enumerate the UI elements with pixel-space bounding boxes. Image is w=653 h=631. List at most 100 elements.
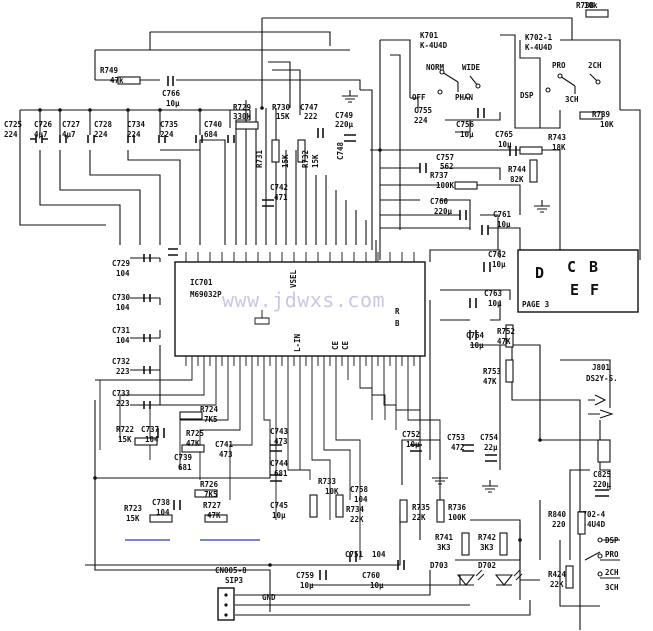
ic701-pin-r: R [395, 307, 400, 316]
svg-text:DS2Y-S.: DS2Y-S. [586, 374, 618, 383]
svg-text:C763: C763 [484, 289, 503, 298]
svg-text:47K: 47K [207, 511, 221, 520]
svg-text:WIDE: WIDE [462, 63, 481, 72]
ic701-pin-vsel: VSEL [289, 269, 298, 288]
svg-text:C733: C733 [112, 389, 131, 398]
svg-text:681: 681 [178, 463, 192, 472]
page3-label: PAGE 3 [522, 300, 550, 309]
svg-text:R753: R753 [483, 367, 502, 376]
svg-text:223: 223 [116, 367, 130, 376]
svg-text:330k: 330k [233, 112, 252, 121]
svg-text:10μ: 10μ [498, 140, 512, 149]
svg-text:C738: C738 [152, 498, 171, 507]
led-d703 [456, 569, 485, 586]
svg-text:R738: R738 [576, 1, 595, 10]
svg-text:R732: R732 [301, 150, 310, 168]
svg-text:C753: C753 [447, 433, 466, 442]
svg-text:J801: J801 [592, 363, 611, 372]
svg-text:C727: C727 [62, 120, 80, 129]
svg-text:104: 104 [116, 336, 130, 345]
page3-letter-d: D [535, 264, 544, 282]
ic701-pin-ticks [185, 252, 415, 366]
svg-text:C755: C755 [414, 106, 432, 115]
svg-text:C731: C731 [112, 326, 131, 335]
svg-text:C748: C748 [336, 141, 345, 160]
svg-text:10k: 10k [584, 1, 598, 10]
svg-text:562: 562 [440, 162, 454, 171]
page3-letter-b: B [589, 258, 598, 276]
svg-text:R726: R726 [200, 480, 219, 489]
svg-text:C751: C751 [345, 550, 364, 559]
svg-text:473: 473 [219, 450, 233, 459]
svg-text:100K: 100K [436, 181, 455, 190]
svg-text:22K: 22K [412, 513, 426, 522]
svg-text:82K: 82K [510, 175, 524, 184]
svg-text:K701: K701 [420, 31, 439, 40]
svg-text:CN005-8: CN005-8 [215, 566, 247, 575]
svg-text:104: 104 [372, 550, 386, 559]
svg-text:R725: R725 [186, 429, 204, 438]
svg-text:C760: C760 [430, 197, 449, 206]
page3-letter-f: F [590, 281, 599, 299]
svg-text:R729: R729 [233, 103, 252, 112]
svg-text:C730: C730 [112, 293, 131, 302]
svg-text:C766: C766 [162, 89, 181, 98]
svg-text:R737: R737 [430, 171, 448, 180]
svg-text:C758: C758 [350, 485, 369, 494]
svg-text:15K: 15K [276, 112, 290, 121]
svg-text:C762: C762 [488, 250, 506, 259]
svg-text:K702-4: K702-4 [578, 510, 606, 519]
page3-connector-box: D C B E F PAGE 3 [517, 249, 639, 313]
svg-text:3K3: 3K3 [437, 543, 451, 552]
ic701-pin-lin: L-IN [293, 333, 302, 352]
svg-text:10μ: 10μ [370, 581, 384, 590]
svg-text:100K: 100K [448, 513, 467, 522]
switch-k702-1: K702-1 K-4U4D PRO 2CH DSP 3CH [520, 33, 602, 104]
svg-text:K-4U4D: K-4U4D [525, 43, 553, 52]
svg-text:C745: C745 [270, 501, 288, 510]
ic701-pin-ce1: CE [331, 340, 340, 350]
svg-text:R731: R731 [255, 149, 264, 168]
svg-text:C737: C737 [141, 425, 159, 434]
svg-text:10μ: 10μ [166, 99, 180, 108]
svg-text:R735: R735 [412, 503, 430, 512]
svg-text:223: 223 [116, 399, 130, 408]
ic701-pin-ce2: CE [341, 340, 350, 350]
svg-text:15K: 15K [118, 435, 132, 444]
svg-text:2CH: 2CH [605, 568, 619, 577]
svg-text:220μ: 220μ [434, 207, 453, 216]
svg-text:10K: 10K [600, 120, 614, 129]
svg-text:3K3: 3K3 [480, 543, 494, 552]
ic701-ref: IC701 [190, 278, 213, 287]
svg-text:15K: 15K [126, 514, 140, 523]
svg-text:R749: R749 [100, 66, 119, 75]
capacitor-symbols [157, 76, 609, 580]
svg-text:471: 471 [274, 193, 288, 202]
svg-text:SIP3: SIP3 [225, 576, 244, 585]
svg-text:C757: C757 [436, 153, 454, 162]
svg-text:C741: C741 [215, 440, 234, 449]
svg-text:R722: R722 [116, 425, 134, 434]
svg-text:224: 224 [127, 130, 141, 139]
svg-text:C747: C747 [300, 103, 318, 112]
svg-text:R744: R744 [508, 165, 527, 174]
svg-text:R730: R730 [272, 103, 291, 112]
svg-text:R724: R724 [200, 405, 219, 414]
svg-text:R742: R742 [478, 533, 496, 542]
svg-text:C752: C752 [402, 430, 420, 439]
svg-text:10μ: 10μ [470, 341, 484, 350]
svg-text:10μ: 10μ [492, 260, 506, 269]
svg-text:D703: D703 [430, 561, 449, 570]
svg-text:2CH: 2CH [588, 61, 602, 70]
svg-text:C760: C760 [362, 571, 381, 580]
svg-text:C749: C749 [335, 111, 354, 120]
svg-text:10μ: 10μ [460, 130, 474, 139]
svg-text:C725: C725 [4, 120, 22, 129]
svg-text:C726: C726 [34, 120, 53, 129]
resistor-bodies [117, 9, 609, 589]
svg-text:47K: 47K [497, 337, 511, 346]
page3-letter-e: E [570, 281, 579, 299]
svg-text:10μ: 10μ [497, 220, 511, 229]
